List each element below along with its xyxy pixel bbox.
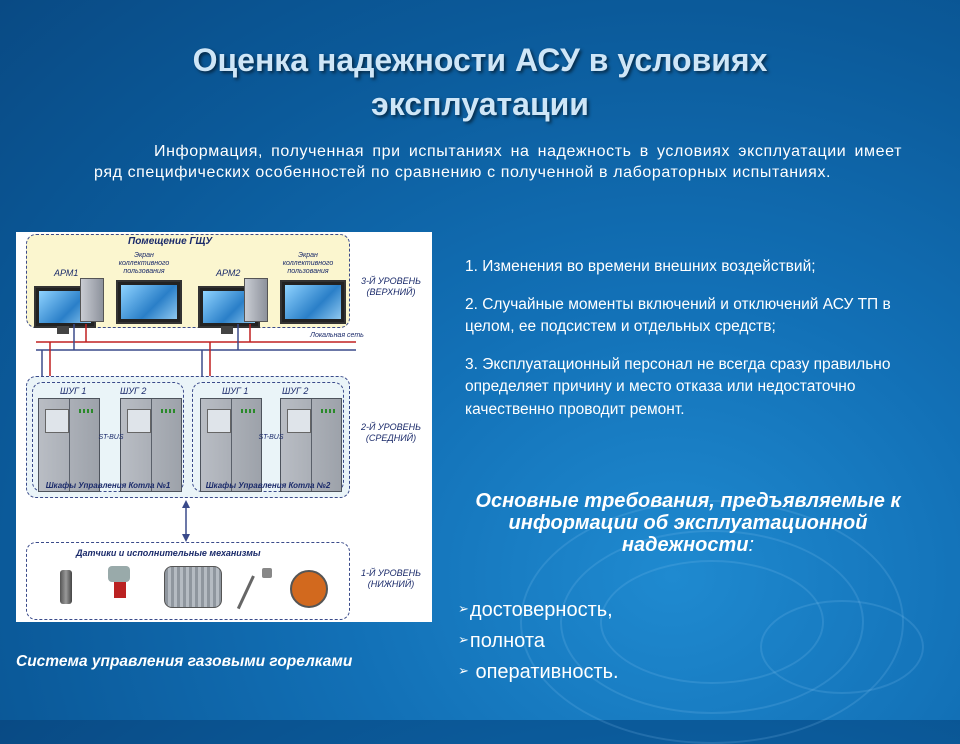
arm1-pc-tower bbox=[80, 278, 104, 322]
list-item: ➢ оперативность. bbox=[458, 656, 619, 687]
list-item: ➢достоверность, bbox=[458, 594, 619, 625]
bullet-text: достоверность, bbox=[469, 599, 613, 621]
arm1-label: АРМ1 bbox=[54, 268, 79, 278]
field-devices-title: Датчики и исполнительные механизмы bbox=[76, 548, 261, 558]
shared-screen-2 bbox=[280, 280, 346, 324]
shug1-label-a: ШУГ 1 bbox=[60, 386, 87, 396]
bullet-text: полнота bbox=[469, 630, 545, 652]
field-devices-zone bbox=[26, 542, 350, 620]
requirements-heading-text: Основные требования, предъявляемые к инф… bbox=[475, 490, 901, 556]
arrow-bullet-icon: ➢ bbox=[458, 632, 469, 647]
cabinet-shug1-boiler1 bbox=[38, 398, 100, 492]
monitor-stand bbox=[57, 326, 69, 334]
control-room-title: Помещение ГЩУ bbox=[128, 236, 213, 247]
list-item: 3. Эксплуатационный персонал не всегда с… bbox=[465, 355, 891, 418]
list-item: ➢полнота bbox=[458, 625, 619, 656]
thermocouple-icon bbox=[236, 568, 278, 610]
list-item: 1. Изменения во времени внешних воздейст… bbox=[465, 258, 816, 275]
cabinet-shug1-boiler2 bbox=[200, 398, 262, 492]
features-list: 1. Изменения во времени внешних воздейст… bbox=[465, 256, 925, 436]
electric-motor-icon bbox=[164, 566, 222, 608]
level2-label: 2-Й УРОВЕНЬ (СРЕДНИЙ) bbox=[360, 422, 422, 443]
arrow-bullet-icon: ➢ bbox=[458, 663, 469, 678]
monitor-stand bbox=[221, 326, 233, 334]
arm2-pc-tower bbox=[244, 278, 268, 322]
valve-actuator-icon bbox=[104, 566, 136, 598]
cabinet-shug2-boiler2 bbox=[280, 398, 342, 492]
requirements-heading: Основные требования, предъявляемые к инф… bbox=[470, 490, 906, 556]
local-network-label: Локальная сеть bbox=[310, 332, 364, 339]
arm2-label: АРМ2 bbox=[216, 268, 241, 278]
screen-label-2: Экран коллективного пользования bbox=[282, 252, 334, 275]
system-diagram: Помещение ГЩУ АРМ1 Экран коллективного п… bbox=[16, 232, 432, 622]
bullet-text: оперативность. bbox=[469, 661, 619, 683]
shug2-label-a: ШУГ 2 bbox=[120, 386, 147, 396]
butterfly-valve-icon bbox=[290, 570, 328, 608]
screen-label-1: Экран коллективного пользования bbox=[118, 252, 170, 275]
boiler2-group bbox=[192, 382, 344, 492]
level3-label: 3-Й УРОВЕНЬ (ВЕРХНИЙ) bbox=[360, 276, 422, 297]
slide-title: Оценка надежности АСУ в условиях эксплуа… bbox=[192, 42, 768, 122]
cabinet-shug2-boiler1 bbox=[120, 398, 182, 492]
diagram-caption: Система управления газовыми горелками bbox=[16, 653, 353, 670]
requirements-colon: : bbox=[748, 534, 755, 556]
list-item: 2. Случайные моменты включений и отключе… bbox=[465, 295, 891, 336]
shug2-label-b: ШУГ 2 bbox=[282, 386, 309, 396]
boiler1-group bbox=[32, 382, 184, 492]
pressure-sensor-icon bbox=[60, 570, 72, 604]
background-ripple bbox=[760, 600, 924, 694]
boiler1-label: Шкафы Управления Котла №1 bbox=[45, 481, 171, 490]
st-bus-label-2: ST-BUS bbox=[258, 434, 284, 441]
level1-label: 1-Й УРОВЕНЬ (НИЖНИЙ) bbox=[360, 568, 422, 589]
requirements-list: ➢достоверность, ➢полнота ➢ оперативность… bbox=[458, 594, 619, 687]
arrow-bullet-icon: ➢ bbox=[458, 601, 469, 616]
st-bus-label-1: ST-BUS bbox=[98, 434, 124, 441]
shug1-label-b: ШУГ 1 bbox=[222, 386, 249, 396]
shared-screen-1 bbox=[116, 280, 182, 324]
intro-paragraph: Информация, полученная при испытаниях на… bbox=[94, 143, 902, 181]
boiler2-label: Шкафы Управления Котла №2 bbox=[205, 481, 331, 490]
